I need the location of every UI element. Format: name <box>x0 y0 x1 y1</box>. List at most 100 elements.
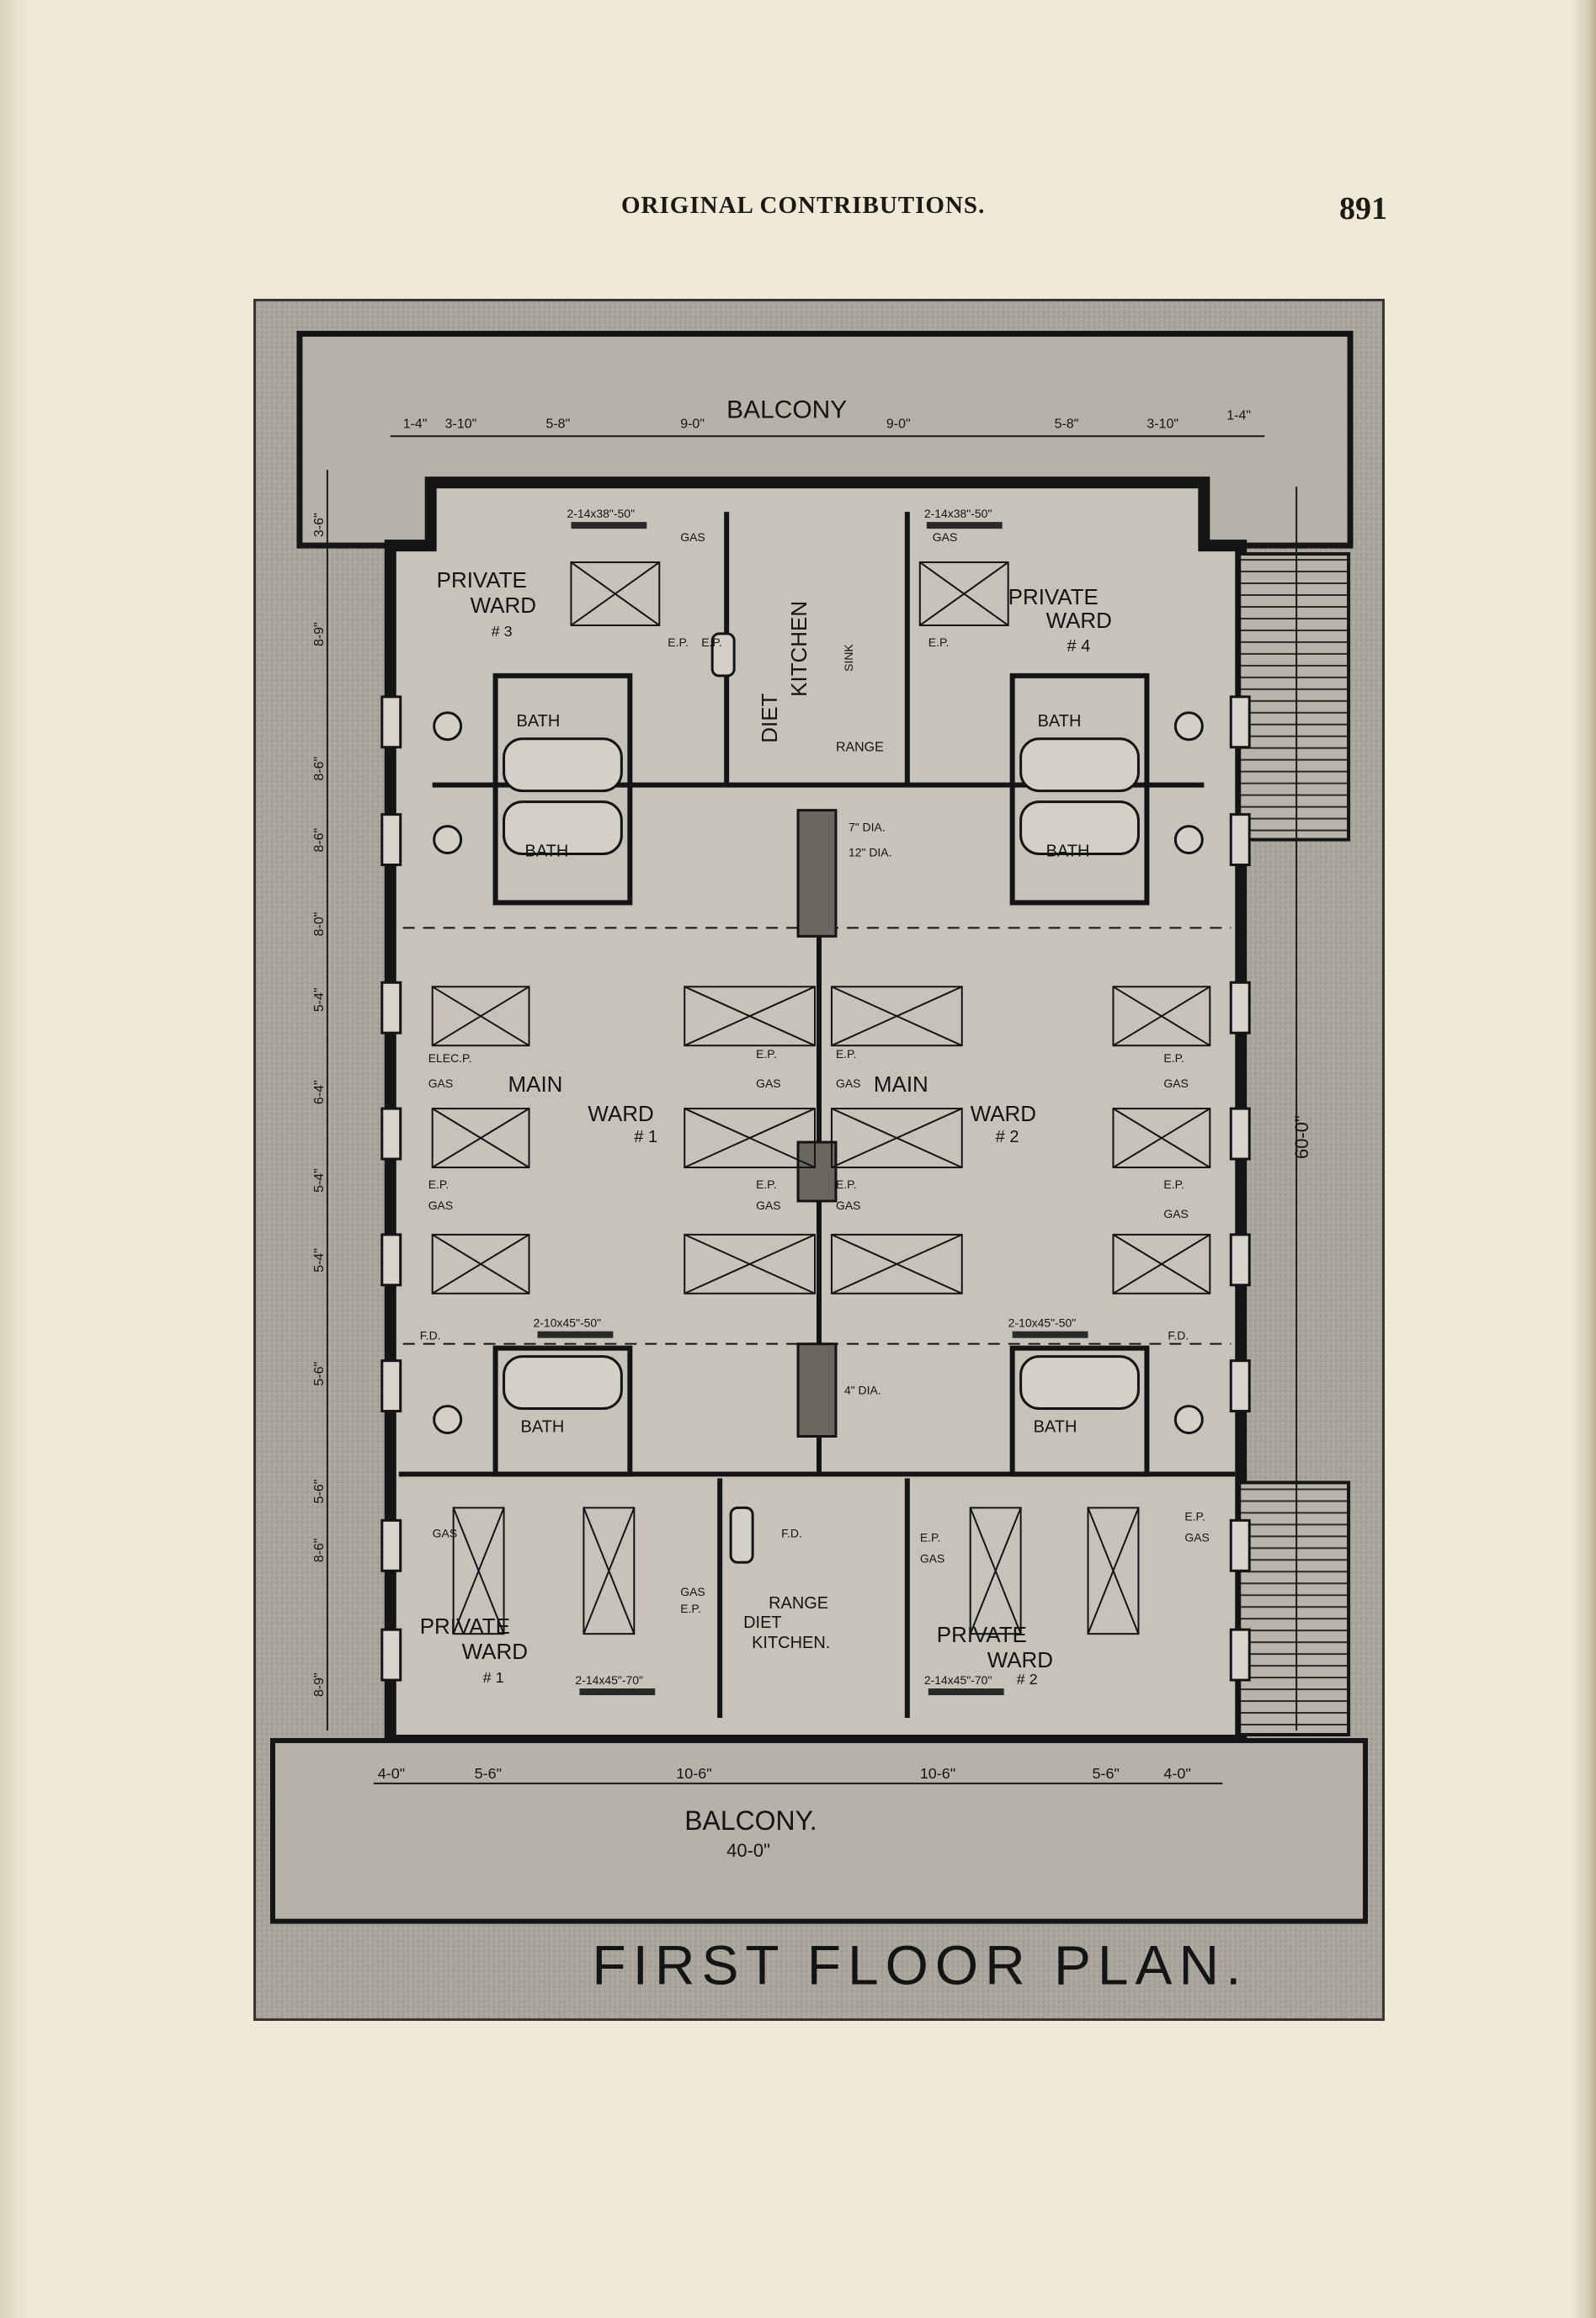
ep-label-4: E.P. <box>756 1047 777 1061</box>
balcony-top-label: BALCONY <box>726 396 847 423</box>
ep-label-9: E.P. <box>701 635 722 649</box>
dims-bottom: 4-0" 5-6" 10-6" 10-6" 5-6" 4-0" <box>378 1765 1191 1782</box>
diet-kitchen-top-2: KITCHEN <box>786 601 811 697</box>
dim-bottom-3: 10-6" <box>676 1765 711 1782</box>
gas-label-9: GAS <box>680 530 705 544</box>
dim-left-7: 6-4" <box>312 1080 327 1104</box>
ep-label-12: E.P. <box>1184 1509 1205 1523</box>
ep-label-11: E.P. <box>920 1530 941 1544</box>
diet-kitchen-top-1: DIET <box>757 693 782 742</box>
main-ward-1-label-1: MAIN <box>508 1071 563 1097</box>
floor-plan-plate: BALCONY 1-4" 3-10" 5-8" 9-0" 9-0" 5-8" 3… <box>253 299 1385 2021</box>
room-labels: PRIVATE WARD # 3 PRIVATE WARD # 4 DIET K… <box>420 567 1112 1688</box>
dims-left: 3-6" 8-9" 8-6" 8-6" 8-0" 5-4" 6-4" 5-4" … <box>312 513 327 1697</box>
running-head: ORIGINAL CONTRIBUTIONS. <box>621 192 986 219</box>
gas-label-14: GAS <box>680 1585 705 1598</box>
dim-top-6: 5-8" <box>1055 417 1079 431</box>
dim-left-12: 8-6" <box>312 1539 327 1563</box>
balcony-bottom-label: BALCONY. <box>684 1805 817 1836</box>
dim-top-7: 3-10" <box>1146 417 1178 431</box>
fixture-notes: ELEC.P. GAS E.P. GAS E.P. GAS E.P. GAS E… <box>420 530 1210 1615</box>
ep-label-6: E.P. <box>756 1178 777 1191</box>
dim-left-3: 8-6" <box>312 757 327 781</box>
pw3-label-1: PRIVATE <box>437 567 527 593</box>
chimneys <box>796 809 838 1438</box>
radiator-label-2: 2-14x38"-50" <box>924 507 992 520</box>
dim-left-9: 5-4" <box>312 1248 327 1273</box>
pw4-label-3: # 4 <box>1067 637 1091 656</box>
bath-label-6: BATH <box>1034 1418 1077 1437</box>
bath-label-1: BATH <box>517 712 561 731</box>
gas-label-1: GAS <box>428 1077 454 1090</box>
radiators <box>537 522 1088 1696</box>
dim-left-1: 3-6" <box>312 513 327 537</box>
pw2-label-3: # 2 <box>1017 1671 1038 1688</box>
main-ward-2-label-1: MAIN <box>874 1071 928 1097</box>
dim-left-11: 5-6" <box>312 1480 327 1504</box>
gas-label-5: GAS <box>756 1077 781 1090</box>
dim-top-3: 5-8" <box>545 417 570 431</box>
dim-bottom-2: 5-6" <box>475 1765 502 1782</box>
radiator-label-4: 2-10x45"-50" <box>1008 1316 1077 1330</box>
radiator-label-1: 2-14x38"-50" <box>567 507 635 520</box>
bath-label-4: BATH <box>1046 843 1090 861</box>
dia-7-label: 7" DIA. <box>849 821 886 834</box>
bath-label-3: BATH <box>1038 712 1082 731</box>
dim-top-8: 1-4" <box>1226 408 1251 423</box>
ep-label-1: E.P. <box>428 1178 450 1191</box>
radiator-label-6: 2-14x45"-70" <box>924 1673 992 1687</box>
floor-plan-drawing: BALCONY 1-4" 3-10" 5-8" 9-0" 9-0" 5-8" 3… <box>256 301 1382 2018</box>
ep-label-7: E.P. <box>836 1178 857 1191</box>
page-number: 891 <box>1339 191 1387 226</box>
ep-label-3: E.P. <box>1163 1178 1184 1191</box>
diet-kitchen-bottom-1: DIET <box>743 1614 782 1632</box>
ep-label-2: E.P. <box>1163 1051 1184 1065</box>
pw3-label-3: # 3 <box>492 623 513 640</box>
dim-bottom-1: 4-0" <box>378 1765 405 1782</box>
balcony-bottom-width: 40-0" <box>726 1840 770 1861</box>
fd-label-1: F.D. <box>420 1329 441 1342</box>
radiator-label-3: 2-10x45"-50" <box>534 1316 602 1330</box>
dim-bottom-5: 5-6" <box>1093 1765 1120 1782</box>
gas-label-4: GAS <box>1163 1207 1189 1220</box>
gas-label-12: GAS <box>920 1551 945 1565</box>
bath-label-5: BATH <box>521 1418 565 1437</box>
overall-depth: 60-0" <box>1291 1115 1312 1159</box>
pw2-label-2: WARD <box>987 1647 1053 1672</box>
dim-top-2: 3-10" <box>445 417 477 431</box>
radiator-labels: 2-14x38"-50" 2-14x38"-50" 2-10x45"-50" 2… <box>534 507 1077 1687</box>
dim-left-8: 5-4" <box>312 1168 327 1193</box>
gas-label-7: GAS <box>756 1199 781 1212</box>
dim-bottom-4: 10-6" <box>920 1765 955 1782</box>
bottom-balcony <box>269 1737 1369 1924</box>
gas-label-3: GAS <box>1163 1077 1189 1090</box>
page-edge <box>1571 0 1596 2318</box>
pw2-label-1: PRIVATE <box>937 1622 1027 1647</box>
main-ward-2-label-3: # 2 <box>996 1128 1019 1146</box>
pw3-label-2: WARD <box>471 593 536 618</box>
page-gutter <box>0 0 29 2318</box>
main-ward-1-label-2: WARD <box>588 1101 653 1126</box>
dim-left-2: 8-9" <box>312 622 327 646</box>
gas-label-11: GAS <box>433 1526 458 1539</box>
dim-top-4: 9-0" <box>680 417 705 431</box>
side-windows <box>380 695 1251 1682</box>
sink-label: SINK <box>842 644 855 672</box>
dia-4-label: 4" DIA. <box>844 1384 881 1397</box>
main-ward-1-label-3: # 1 <box>634 1128 657 1146</box>
diet-kitchen-bottom-2: KITCHEN. <box>752 1634 830 1652</box>
dim-left-13: 8-9" <box>312 1672 327 1697</box>
gas-label-13: GAS <box>1184 1530 1210 1544</box>
gas-label-10: GAS <box>933 530 957 544</box>
ep-label-5: E.P. <box>836 1047 857 1061</box>
bath-label-2: BATH <box>525 843 569 861</box>
main-ward-2-label-2: WARD <box>971 1101 1036 1126</box>
toilets <box>433 632 1204 1564</box>
stairs-bottom-right <box>1237 1481 1351 1736</box>
fd-label-2: F.D. <box>1168 1329 1189 1342</box>
pw1-label-3: # 1 <box>483 1669 504 1686</box>
elec-p-label: ELEC.P. <box>428 1051 472 1065</box>
bathtubs <box>503 737 1140 1411</box>
ep-label-10: E.P. <box>928 635 950 649</box>
gas-label-2: GAS <box>428 1199 454 1212</box>
